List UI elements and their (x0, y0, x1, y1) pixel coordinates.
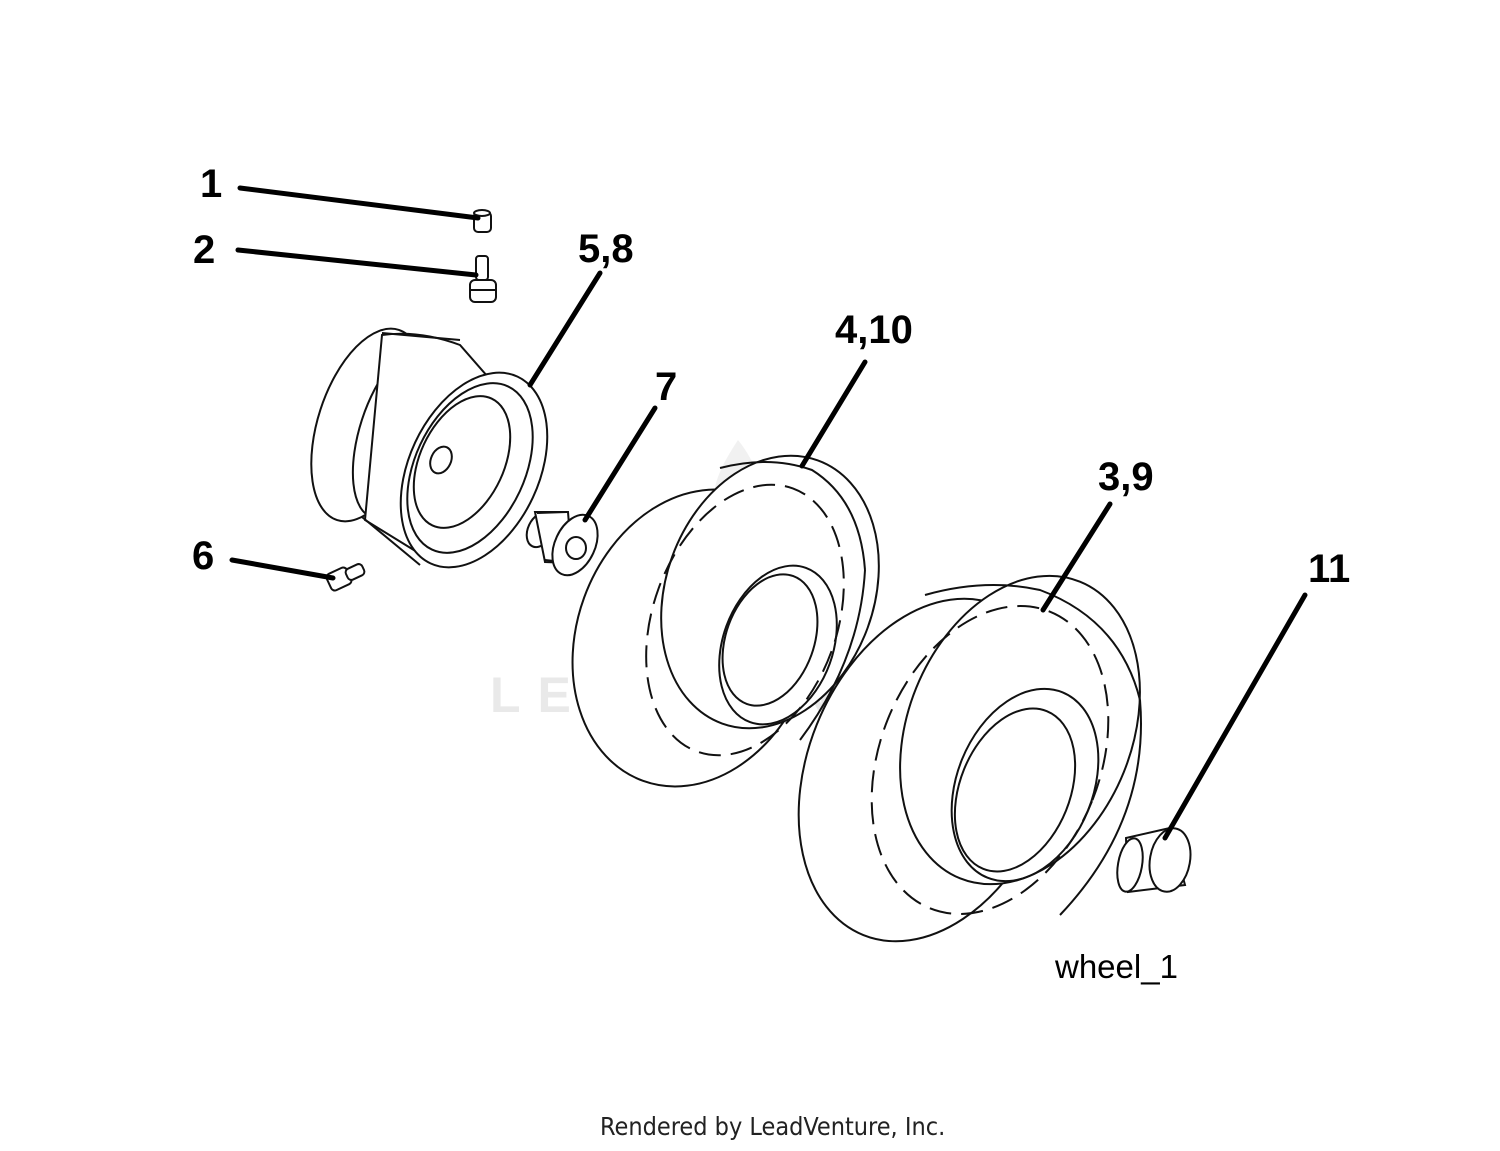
part-1-cap[interactable] (473, 209, 492, 233)
footer-credit: Rendered by LeadVenture, Inc. (600, 1112, 945, 1141)
leader-lines (229, 185, 1308, 841)
part-2-valve-stem[interactable] (469, 255, 497, 303)
part-5-8-rim[interactable] (290, 314, 577, 590)
part-4-10-tire[interactable] (532, 425, 915, 821)
callouts: 1 2 5,8 4,10 7 3,9 11 6 (192, 162, 1350, 591)
callout-11: 11 (1308, 547, 1350, 591)
leader-5-8 (527, 270, 603, 388)
leader-7 (582, 405, 658, 523)
leader-11 (1162, 592, 1308, 841)
callout-2: 2 (193, 228, 215, 272)
callout-4-10: 4,10 (835, 308, 913, 352)
part-7-bushing[interactable] (522, 508, 607, 583)
leader-3-9 (1040, 501, 1113, 613)
part-11-cap[interactable] (1113, 825, 1195, 895)
part-3-9-tire[interactable] (750, 540, 1184, 981)
callout-1: 1 (200, 162, 222, 206)
leader-4-10 (799, 359, 868, 469)
leader-1 (237, 185, 481, 221)
part-6-fitting[interactable] (325, 563, 366, 592)
figure-id: wheel_1 (1054, 948, 1178, 985)
leader-2 (235, 247, 479, 278)
callout-3-9: 3,9 (1098, 455, 1154, 499)
leader-6 (229, 557, 336, 581)
callout-7: 7 (655, 365, 677, 409)
callout-6: 6 (192, 534, 214, 578)
callout-5-8: 5,8 (578, 227, 634, 271)
